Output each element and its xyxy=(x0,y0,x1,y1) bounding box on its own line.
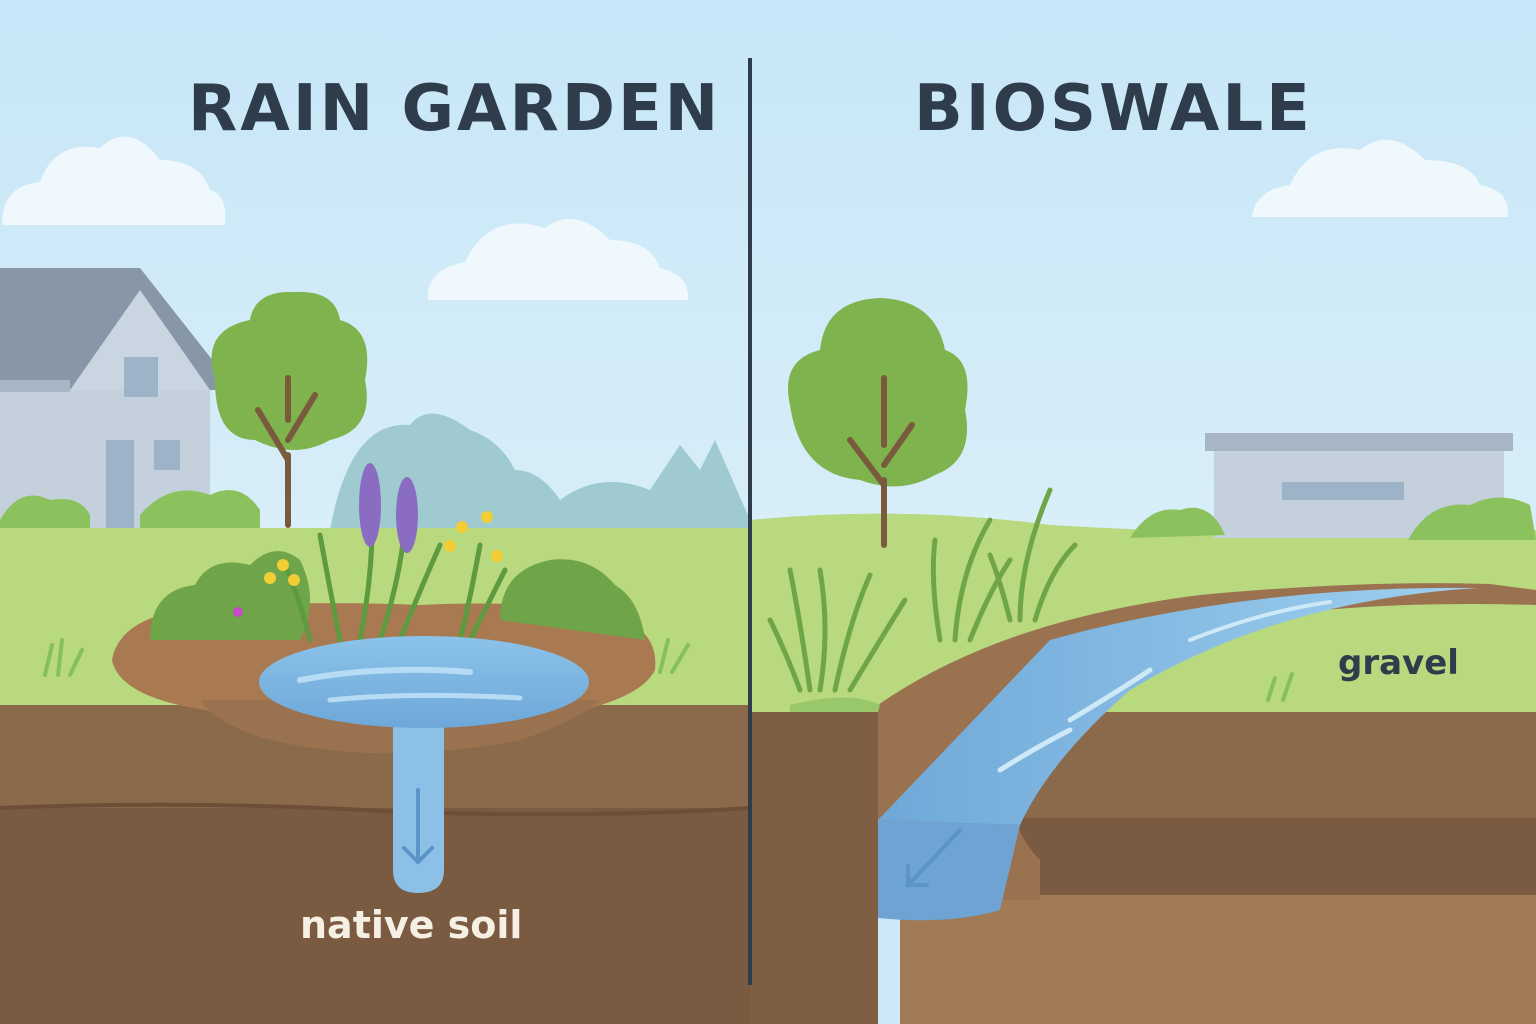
rain-garden-title: RAIN GARDEN xyxy=(188,72,722,146)
bioswale-title: BIOSWALE xyxy=(914,72,1313,146)
tree-right xyxy=(788,298,968,548)
background-bushes xyxy=(0,490,260,530)
distant-hills xyxy=(330,413,750,560)
cloud-middle xyxy=(427,218,689,300)
native-soil-label: native soil xyxy=(300,903,523,947)
bioswale-plants xyxy=(767,487,1078,693)
cloud-left xyxy=(2,136,226,225)
bioswale-channel xyxy=(878,583,1536,921)
flow-arrow-icon xyxy=(906,828,962,887)
rain-garden-plants xyxy=(150,463,645,643)
soil-lower-right xyxy=(900,895,1536,1024)
cloud-right xyxy=(1252,139,1509,217)
gravel-label: gravel xyxy=(1338,643,1459,683)
background-bushes-right xyxy=(1130,497,1536,540)
infiltration-arrow-icon xyxy=(402,788,434,864)
tree-left xyxy=(211,291,368,528)
bioswale-bank-grass xyxy=(790,697,880,712)
grass-tufts xyxy=(43,638,1294,702)
soil-front-right xyxy=(750,712,878,1024)
soil-lower-left xyxy=(0,808,750,1024)
